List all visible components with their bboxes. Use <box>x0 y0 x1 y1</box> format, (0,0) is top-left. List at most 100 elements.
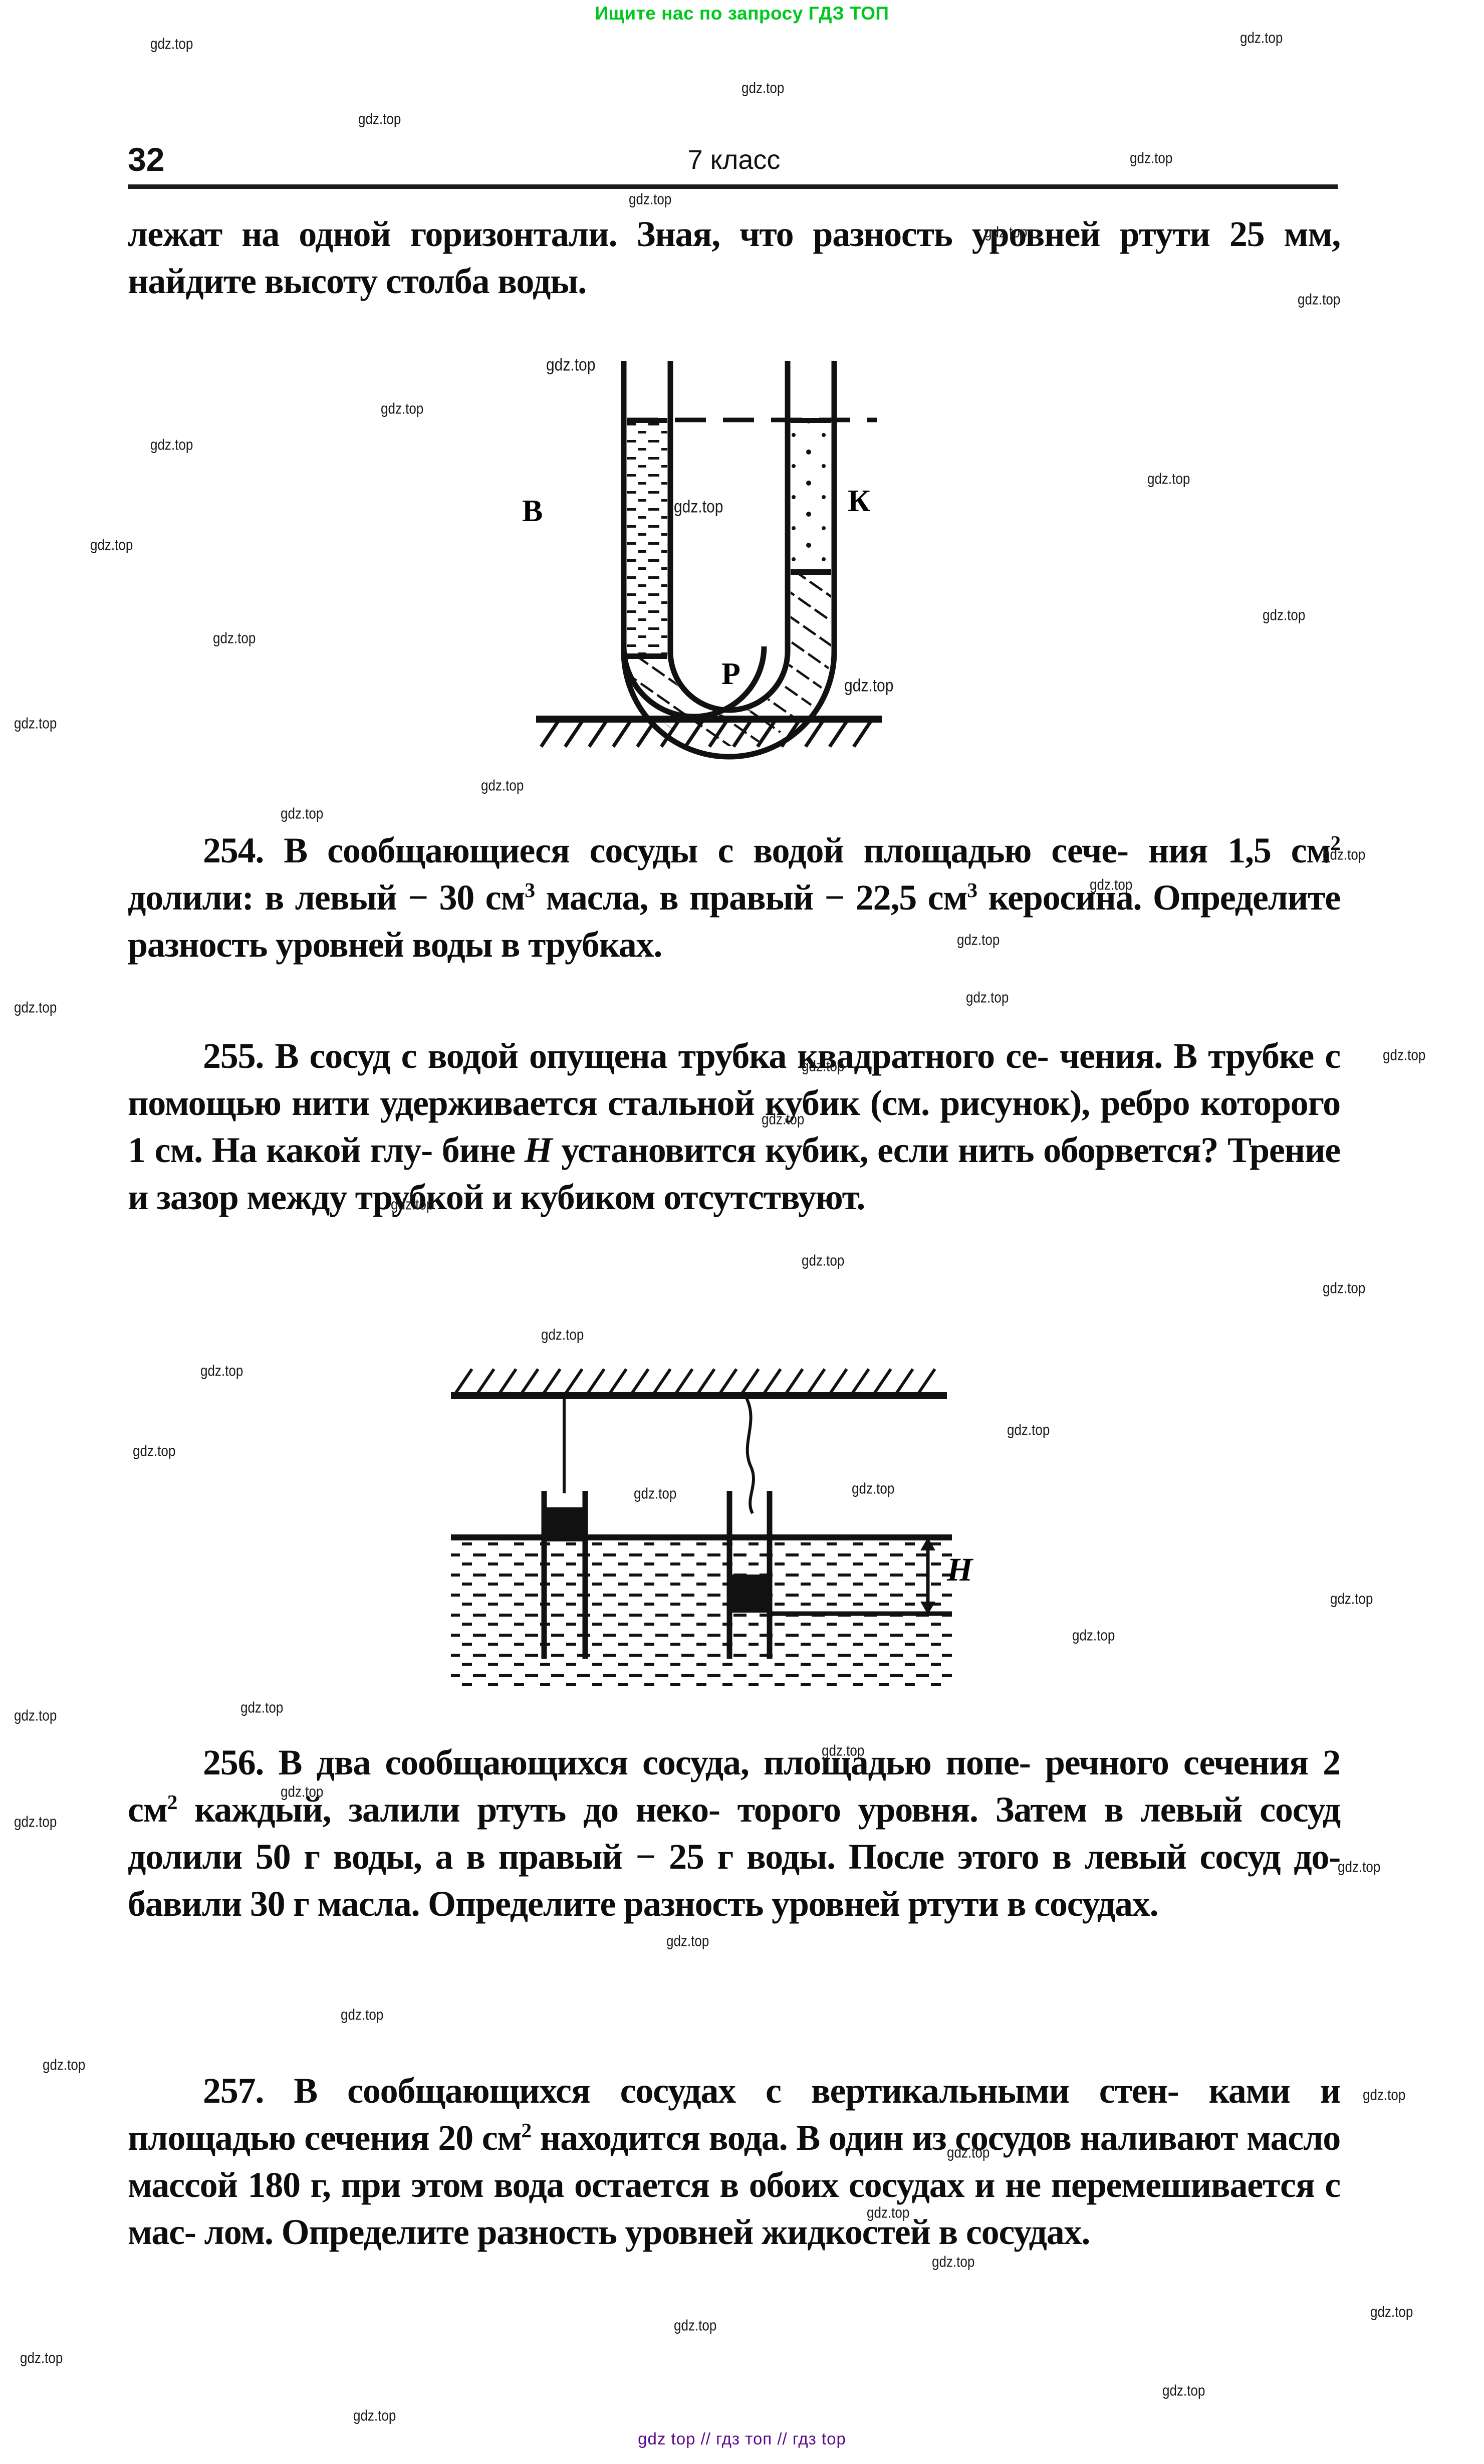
continuation-text: лежат на одной горизонтали. Зная, что ра… <box>128 214 1341 301</box>
page-header: 32 7 класс <box>128 140 1340 185</box>
paragraph-continuation: лежат на одной горизонтали. Зная, что ра… <box>128 210 1341 305</box>
section-title: 7 класс <box>687 145 781 175</box>
label-water-left: В <box>522 494 543 528</box>
watermark: gdz.top <box>14 998 57 1016</box>
watermark: gdz.top <box>43 2056 86 2074</box>
watermark: gdz.top <box>133 1442 176 1460</box>
problem-256-l5: в сосудах. <box>1007 1884 1159 1924</box>
watermark: gdz.top <box>674 497 723 517</box>
figure-water-tank: H <box>446 1348 1037 1699</box>
watermark: gdz.top <box>546 355 596 375</box>
watermark: gdz.top <box>674 2316 717 2334</box>
problem-number-257: 257. <box>203 2071 264 2111</box>
problem-254-l3: в трубках. <box>501 925 662 965</box>
watermark: gdz.top <box>1363 2086 1406 2104</box>
left-tube-assembly <box>541 1398 588 1659</box>
problem-255-l3: бине H установится кубик, если нить обор… <box>441 1130 1341 1170</box>
label-mercury-bottom: Р <box>721 657 740 691</box>
watermark: gdz.top <box>629 190 672 208</box>
watermark: gdz.top <box>90 536 133 554</box>
watermark: gdz.top <box>391 1195 434 1213</box>
watermark: gdz.top <box>1072 1626 1115 1644</box>
problem-254-l2: 22,5 см3 керосина. Определите разность у… <box>128 877 1341 965</box>
watermark: gdz.top <box>1323 1279 1366 1297</box>
watermark: gdz.top <box>1323 845 1366 863</box>
header-divider <box>128 184 1338 189</box>
steel-cube-held <box>546 1507 583 1541</box>
problem-256: 256. В два сообщающихся сосуда, площадью… <box>128 1739 1341 1927</box>
problem-257-l0: В сообщающихся сосудах с вертикальными с… <box>294 2071 1179 2111</box>
label-kerosene-right: К <box>848 484 870 518</box>
watermark: gdz.top <box>1130 149 1173 167</box>
problem-255-l4: и зазор между трубкой и кубиком отсутств… <box>128 1177 865 1217</box>
watermark: gdz.top <box>844 676 894 696</box>
watermark: gdz.top <box>200 1362 243 1380</box>
watermark: gdz.top <box>20 2349 63 2367</box>
watermark: gdz.top <box>481 776 524 794</box>
watermark: gdz.top <box>381 399 424 417</box>
watermark: gdz.top <box>822 1741 865 1759</box>
problem-256-l1: речного сечения 2 см2 каждый, залили рту… <box>128 1742 1341 1830</box>
steel-cube-sunken <box>731 1575 769 1613</box>
watermark: gdz.top <box>634 1484 677 1502</box>
watermark: gdz.top <box>541 1325 584 1343</box>
footer-brand: gdz top // гдз топ // гдз top <box>638 2429 846 2448</box>
watermark: gdz.top <box>852 1479 895 1497</box>
problem-257-l1: ками и площадью сечения 20 см2 находится… <box>128 2071 1341 2158</box>
watermark: gdz.top <box>867 2203 910 2221</box>
watermark: gdz.top <box>150 435 193 454</box>
watermark: gdz.top <box>957 931 1000 949</box>
right-tube-assembly <box>726 1397 773 1659</box>
watermark: gdz.top <box>353 2406 396 2424</box>
thread-broken <box>745 1397 755 1514</box>
watermark: gdz.top <box>984 223 1028 241</box>
watermark: gdz.top <box>240 1698 284 1716</box>
watermark: gdz.top <box>1240 29 1283 47</box>
watermark: gdz.top <box>14 714 57 732</box>
label-depth-H: H <box>947 1551 973 1588</box>
problem-254-l0: В сообщающиеся сосуды с водой площадью с… <box>284 830 1129 870</box>
problem-255-l0: В сосуд с водой опущена трубка квадратно… <box>275 1036 1049 1076</box>
kerosene-column <box>791 418 831 575</box>
watermark: gdz.top <box>281 1782 324 1801</box>
watermark: gdz.top <box>762 1110 805 1128</box>
watermark: gdz.top <box>966 988 1009 1006</box>
ground-support <box>536 716 882 748</box>
problem-256-l2: торого уровня. Затем в левый сосуд долил… <box>128 1789 1341 1877</box>
problem-257: 257. В сообщающихся сосудах с вертикальн… <box>128 2067 1341 2256</box>
problem-number-255: 255. <box>203 1036 264 1076</box>
problem-257-l2: из сосудов наливают масло массой 180 г, … <box>128 2118 1341 2205</box>
mercury-region <box>627 575 831 746</box>
watermark: gdz.top <box>1338 1858 1381 1876</box>
figure-u-tube: В К Р <box>522 351 942 760</box>
watermark: gdz.top <box>1383 1046 1426 1064</box>
promo-banner: Ищите нас по запросу ГДЗ ТОП <box>595 3 889 24</box>
watermark: gdz.top <box>341 2005 384 2024</box>
watermark: gdz.top <box>281 804 324 822</box>
watermark: gdz.top <box>150 35 193 53</box>
watermark: gdz.top <box>1263 606 1306 624</box>
problem-254: 254. В сообщающиеся сосуды с водой площа… <box>128 827 1341 968</box>
problem-255-l2: кубик (см. рисунок), ребро которого 1 см… <box>128 1083 1341 1170</box>
watermark: gdz.top <box>932 2253 975 2271</box>
problem-number-254: 254. <box>203 830 264 870</box>
watermark: gdz.top <box>741 79 785 97</box>
ceiling <box>451 1368 947 1399</box>
watermark: gdz.top <box>1007 1421 1050 1439</box>
problem-257-l4: лом. Определите разность уровней жидкост… <box>204 2212 1091 2252</box>
watermark: gdz.top <box>1090 875 1133 893</box>
page-number: 32 <box>128 141 165 178</box>
problem-256-l3: а в правый − 25 г воды. После этого в ле… <box>435 1837 1341 1877</box>
watermark: gdz.top <box>1147 470 1190 488</box>
watermark: gdz.top <box>1298 290 1341 308</box>
watermark: gdz.top <box>358 110 401 128</box>
watermark: gdz.top <box>666 1932 709 1950</box>
watermark: gdz.top <box>802 1057 845 1075</box>
watermark: gdz.top <box>1370 2303 1413 2321</box>
watermark: gdz.top <box>802 1251 845 1269</box>
problem-255-l1: чения. В трубке с помощью нити удерживае… <box>128 1036 1341 1123</box>
problem-255: 255. В сосуд с водой опущена трубка квад… <box>128 1032 1341 1221</box>
problem-254-l1: ния 1,5 см2 долили: в левый − 30 см3 мас… <box>128 830 1341 918</box>
watermark: gdz.top <box>14 1813 57 1831</box>
water-column <box>627 418 667 659</box>
